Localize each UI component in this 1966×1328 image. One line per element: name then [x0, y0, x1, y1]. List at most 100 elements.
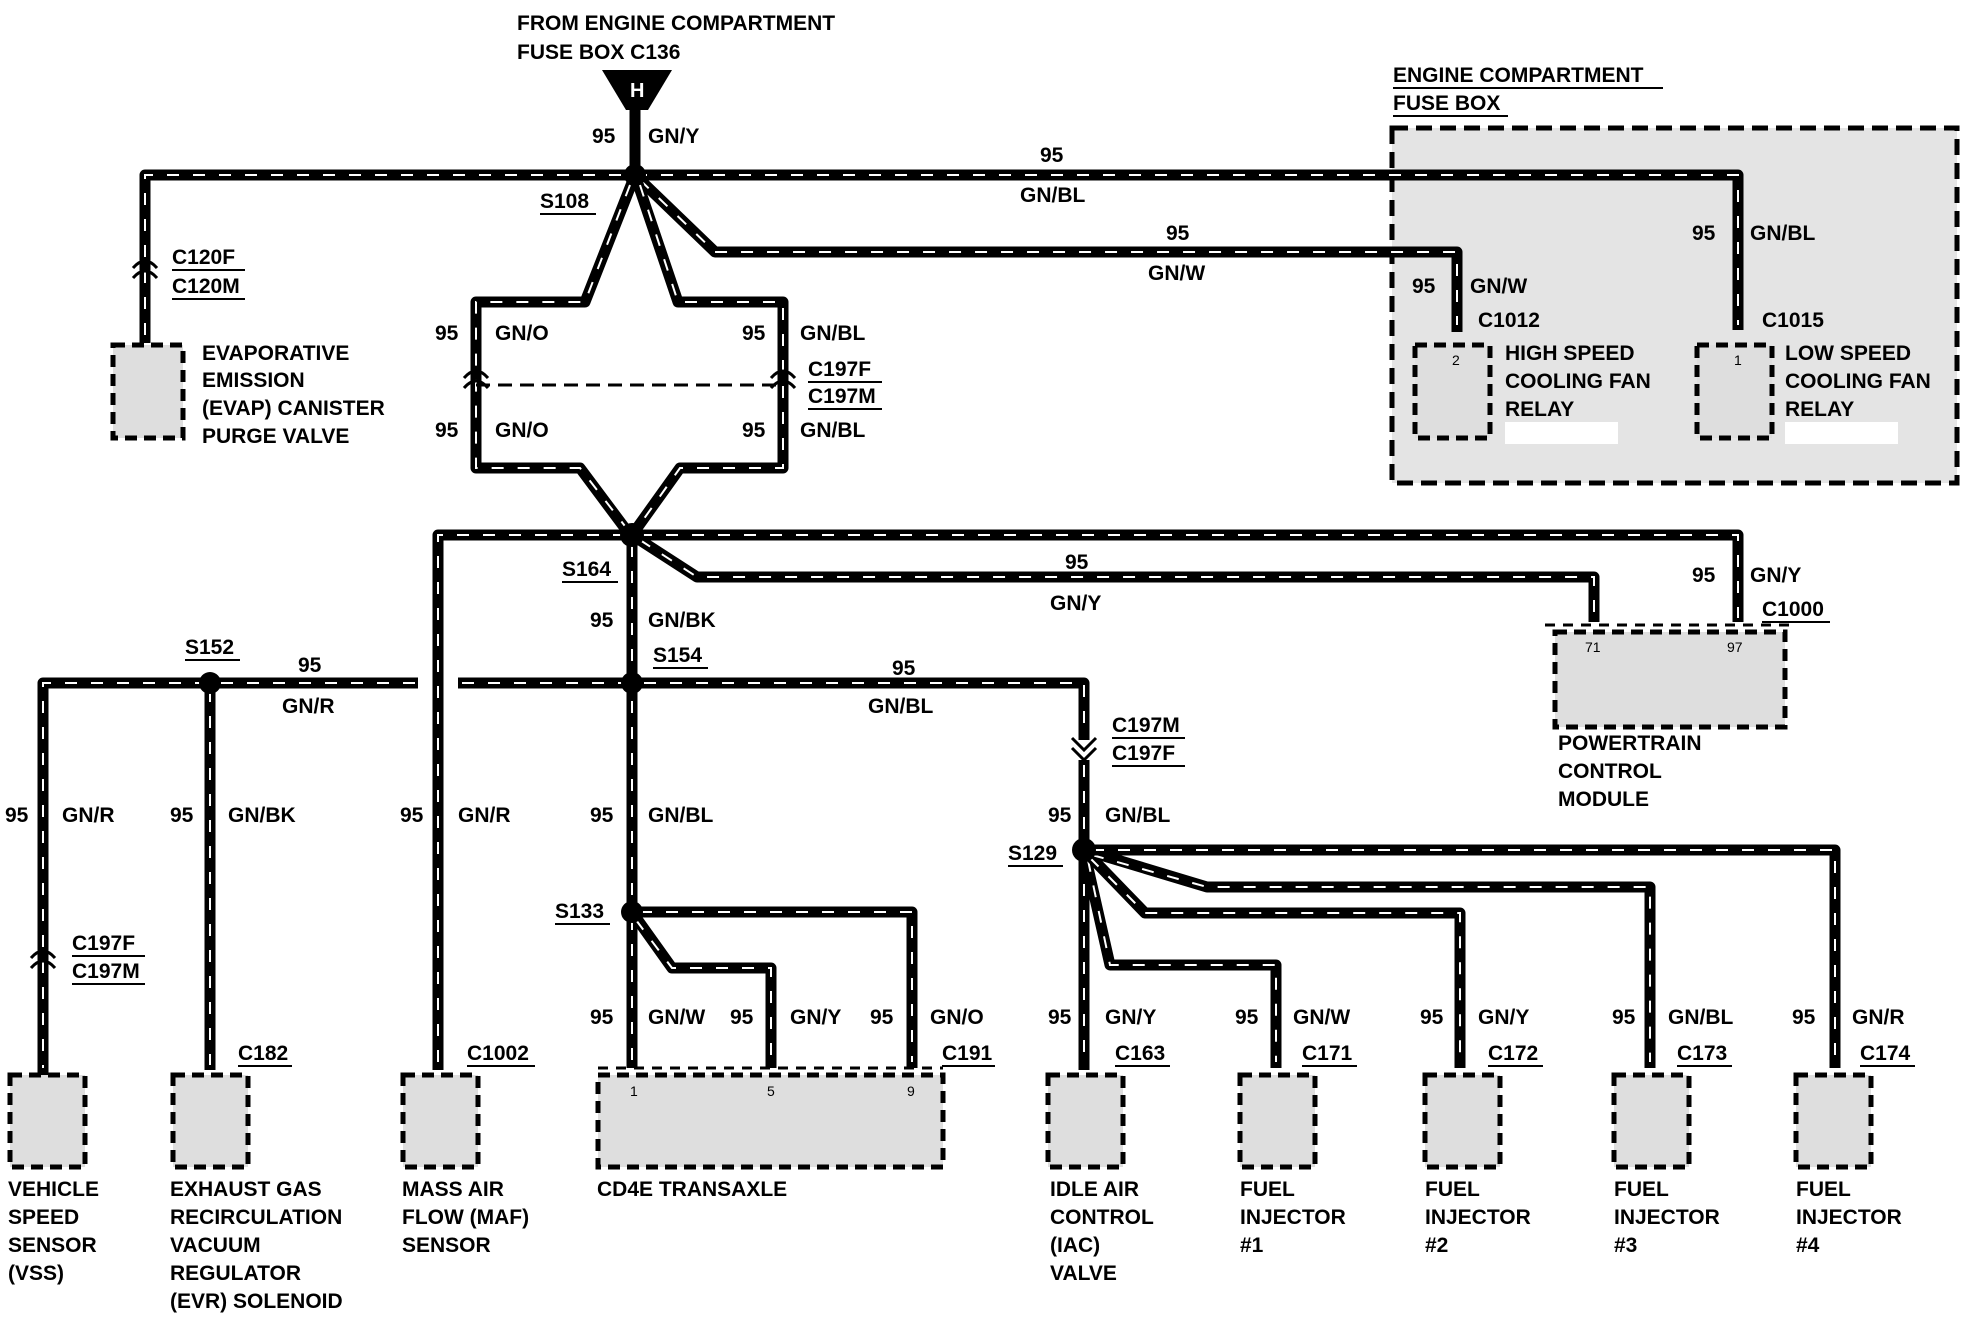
svg-text:FUEL: FUEL [1240, 1178, 1295, 1201]
powertrain-control-module [1552, 629, 1788, 730]
svg-text:95: 95 [590, 1006, 614, 1029]
svg-text:S129: S129 [1008, 842, 1057, 865]
evr-solenoid [170, 1072, 251, 1170]
svg-text:S108: S108 [540, 190, 589, 213]
splice-s152 [199, 672, 221, 694]
wire-color-labels: GN/Y GN/BL GN/W GN/BL GN/W GN/O GN/BL GN… [62, 125, 1905, 1029]
svg-text:#4: #4 [1796, 1234, 1820, 1257]
svg-text:CD4E TRANSAXLE: CD4E TRANSAXLE [597, 1178, 787, 1201]
svg-text:95: 95 [170, 804, 194, 827]
svg-text:C1012: C1012 [1478, 309, 1540, 332]
svg-text:GN/O: GN/O [930, 1006, 984, 1029]
svg-text:MASS AIR: MASS AIR [402, 1178, 504, 1201]
svg-text:GN/R: GN/R [282, 695, 335, 718]
splice-labels: S108 S164 S152 S154 S133 S129 [185, 190, 1063, 925]
splice-s129 [1072, 838, 1096, 862]
svg-text:INJECTOR: INJECTOR [1240, 1206, 1346, 1229]
pin-tx-5: 5 [767, 1083, 775, 1099]
svg-text:SENSOR: SENSOR [402, 1234, 491, 1257]
splice-s133 [621, 901, 643, 923]
svg-text:HIGH SPEED: HIGH SPEED [1505, 342, 1635, 365]
evap-purge-valve [110, 342, 186, 441]
svg-text:GN/R: GN/R [62, 804, 115, 827]
svg-text:VACUUM: VACUUM [170, 1234, 261, 1257]
svg-text:C197M: C197M [1112, 714, 1180, 737]
svg-text:GN/BL: GN/BL [648, 804, 714, 827]
svg-text:95: 95 [742, 322, 766, 345]
svg-text:#3: #3 [1614, 1234, 1637, 1257]
pin-ls-relay: 1 [1734, 352, 1742, 368]
svg-text:S154: S154 [653, 644, 702, 667]
splice-s154 [621, 672, 643, 694]
svg-text:GN/O: GN/O [495, 322, 549, 345]
svg-text:95: 95 [870, 1006, 894, 1029]
vehicle-speed-sensor [7, 1072, 88, 1170]
source-title-2: FUSE BOX C136 [517, 41, 680, 64]
fuse-box-title-2: FUSE BOX [1393, 92, 1500, 115]
svg-text:GN/Y: GN/Y [1050, 592, 1101, 615]
svg-text:95: 95 [1166, 222, 1190, 245]
svg-text:95: 95 [1048, 1006, 1072, 1029]
svg-text:SENSOR: SENSOR [8, 1234, 97, 1257]
svg-text:(VSS): (VSS) [8, 1262, 64, 1285]
svg-text:95: 95 [1692, 564, 1716, 587]
svg-text:RECIRCULATION: RECIRCULATION [170, 1206, 342, 1229]
svg-text:C120M: C120M [172, 275, 240, 298]
svg-text:GN/W: GN/W [1470, 275, 1527, 298]
svg-text:POWERTRAIN: POWERTRAIN [1558, 732, 1702, 755]
svg-text:GN/BL: GN/BL [1105, 804, 1171, 827]
label-inj4: FUEL INJECTOR #4 [1796, 1178, 1902, 1257]
svg-text:C191: C191 [942, 1042, 993, 1065]
maf-sensor [400, 1072, 481, 1170]
svg-text:GN/BL: GN/BL [800, 419, 866, 442]
svg-text:GN/Y: GN/Y [1478, 1006, 1529, 1029]
svg-text:GN/O: GN/O [495, 419, 549, 442]
svg-text:95: 95 [1048, 804, 1072, 827]
cd4e-transaxle [595, 1072, 946, 1170]
svg-text:GN/Y: GN/Y [648, 125, 699, 148]
svg-text:VEHICLE: VEHICLE [8, 1178, 99, 1201]
svg-text:SPEED: SPEED [8, 1206, 79, 1229]
svg-text:S152: S152 [185, 636, 234, 659]
source-title-1: FROM ENGINE COMPARTMENT [517, 12, 835, 35]
svg-text:95: 95 [742, 419, 766, 442]
svg-text:C1000: C1000 [1762, 598, 1824, 621]
svg-text:GN/BL: GN/BL [868, 695, 934, 718]
svg-text:C1002: C1002 [467, 1042, 529, 1065]
svg-text:CONTROL: CONTROL [1050, 1206, 1154, 1229]
svg-text:EXHAUST GAS: EXHAUST GAS [170, 1178, 322, 1201]
label-iac: IDLE AIR CONTROL (IAC) VALVE [1050, 1178, 1154, 1285]
svg-text:EVAPORATIVE: EVAPORATIVE [202, 342, 349, 365]
connector-symbols [29, 259, 1098, 970]
svg-text:RELAY: RELAY [1505, 398, 1574, 421]
svg-text:GN/W: GN/W [648, 1006, 705, 1029]
svg-text:GN/Y: GN/Y [1750, 564, 1801, 587]
svg-text:GN/Y: GN/Y [790, 1006, 841, 1029]
pin-pcm-97: 97 [1727, 639, 1743, 655]
svg-text:95: 95 [1612, 1006, 1636, 1029]
svg-text:C120F: C120F [172, 246, 235, 269]
label-evap: EVAPORATIVE EMISSION (EVAP) CANISTER PUR… [202, 342, 385, 448]
svg-text:GN/BK: GN/BK [648, 609, 716, 632]
splice-s164 [620, 523, 644, 547]
svg-text:C171: C171 [1302, 1042, 1353, 1065]
label-hs-relay: HIGH SPEED COOLING FAN RELAY [1505, 342, 1651, 421]
svg-text:COOLING FAN: COOLING FAN [1785, 370, 1931, 393]
svg-text:VALVE: VALVE [1050, 1262, 1117, 1285]
svg-text:GN/R: GN/R [1852, 1006, 1905, 1029]
svg-text:LOW SPEED: LOW SPEED [1785, 342, 1911, 365]
high-speed-cooling-fan-relay [1412, 342, 1493, 441]
svg-text:C197F: C197F [1112, 742, 1175, 765]
svg-text:S133: S133 [555, 900, 604, 923]
low-speed-cooling-fan-relay [1694, 342, 1775, 441]
svg-text:INJECTOR: INJECTOR [1796, 1206, 1902, 1229]
svg-text:95: 95 [1235, 1006, 1259, 1029]
svg-text:INJECTOR: INJECTOR [1614, 1206, 1720, 1229]
svg-text:95: 95 [298, 654, 322, 677]
svg-text:(IAC): (IAC) [1050, 1234, 1100, 1257]
label-transaxle: CD4E TRANSAXLE [597, 1178, 787, 1201]
svg-text:(EVAP) CANISTER: (EVAP) CANISTER [202, 397, 385, 420]
svg-text:95: 95 [590, 609, 614, 632]
svg-text:95: 95 [592, 125, 616, 148]
svg-text:MODULE: MODULE [1558, 788, 1649, 811]
